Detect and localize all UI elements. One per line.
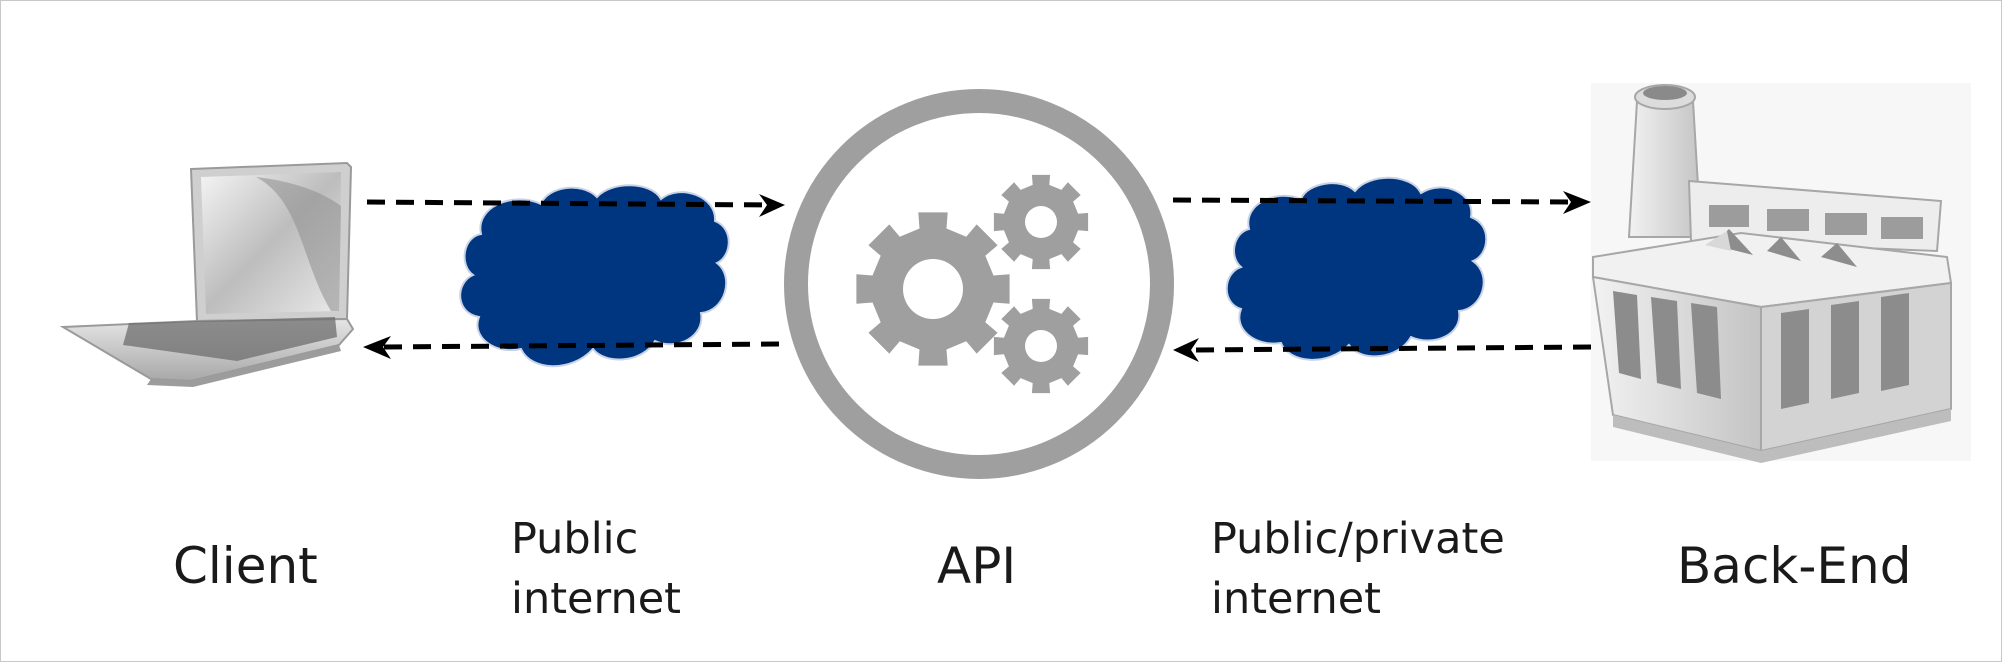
public-private-internet-line-2: internet	[1211, 574, 1382, 624]
gear-icon	[993, 298, 1089, 394]
arrow-backend-to-api	[1173, 338, 1592, 362]
gear-icon	[993, 174, 1089, 270]
arrow-api-to-backend	[1172, 191, 1591, 214]
cloud-icon	[1225, 176, 1488, 361]
arrow-api-to-client	[363, 336, 780, 359]
public-internet-line-2: internet	[511, 574, 682, 624]
cloud-icon	[459, 184, 730, 368]
public-internet-line-1: Public	[511, 514, 639, 564]
client-label: Client	[173, 537, 318, 595]
arrow-client-to-api	[366, 194, 785, 217]
backend-label: Back-End	[1677, 537, 1912, 595]
gear-icon	[856, 212, 1010, 366]
laptop-icon	[59, 161, 355, 387]
gears-icon	[856, 174, 1089, 394]
api-label: API	[937, 537, 1017, 595]
api-ring	[784, 89, 1174, 479]
public-private-internet-line-1: Public/private	[1211, 514, 1505, 564]
gear-hole	[903, 259, 963, 319]
public-internet-label: Public internet	[511, 509, 681, 629]
public-private-internet-label: Public/private internet	[1211, 509, 1505, 629]
gear-hole	[1025, 330, 1057, 362]
factory-icon	[1591, 83, 1971, 463]
gear-hole	[1025, 206, 1057, 238]
